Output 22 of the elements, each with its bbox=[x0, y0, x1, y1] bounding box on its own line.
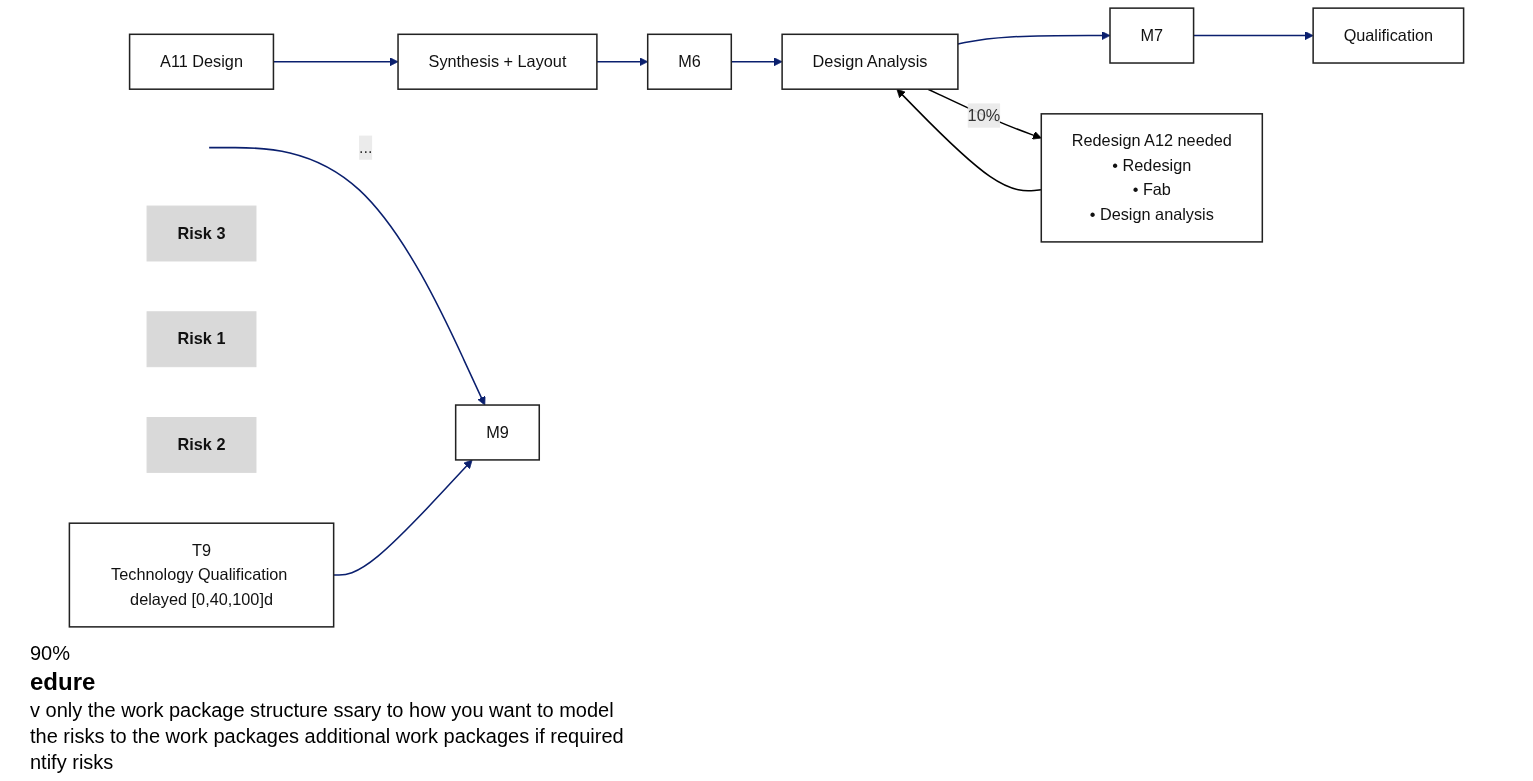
edge-label: ... bbox=[359, 138, 373, 156]
node-box: T9 Technology Qualification delayed [0,40,100]d bbox=[68, 522, 335, 628]
arrow bbox=[957, 31, 1111, 45]
procedure-step: v only the work package structure ssary to how you want to model bbox=[30, 699, 1503, 722]
node-box: Synthesis + Layout bbox=[397, 33, 598, 90]
procedure-step: the risks to the work packages additional work packages if required bbox=[30, 725, 1503, 748]
node-box: M7 bbox=[1109, 7, 1195, 64]
node-box: Redesign A12 needed • Redesign • Fab • Design analysis bbox=[1040, 113, 1264, 243]
edge-label: 10% bbox=[967, 106, 1001, 124]
node-box: Risk 2 bbox=[146, 417, 257, 473]
node-box: M6 bbox=[646, 33, 733, 90]
section-heading: edure bbox=[30, 668, 97, 696]
node-box: M9 bbox=[454, 404, 540, 461]
arrow bbox=[208, 146, 486, 406]
procedure-step: ntify risks bbox=[30, 751, 1503, 774]
node-box: Risk 3 bbox=[146, 205, 257, 262]
arrow bbox=[927, 88, 1042, 140]
probability-label: 90% bbox=[30, 642, 72, 665]
node-box: A11 Design bbox=[128, 33, 275, 90]
node-box: Qualification bbox=[1312, 7, 1465, 64]
node-box: Design Analysis bbox=[781, 33, 959, 90]
node-box: Risk 1 bbox=[146, 311, 257, 368]
